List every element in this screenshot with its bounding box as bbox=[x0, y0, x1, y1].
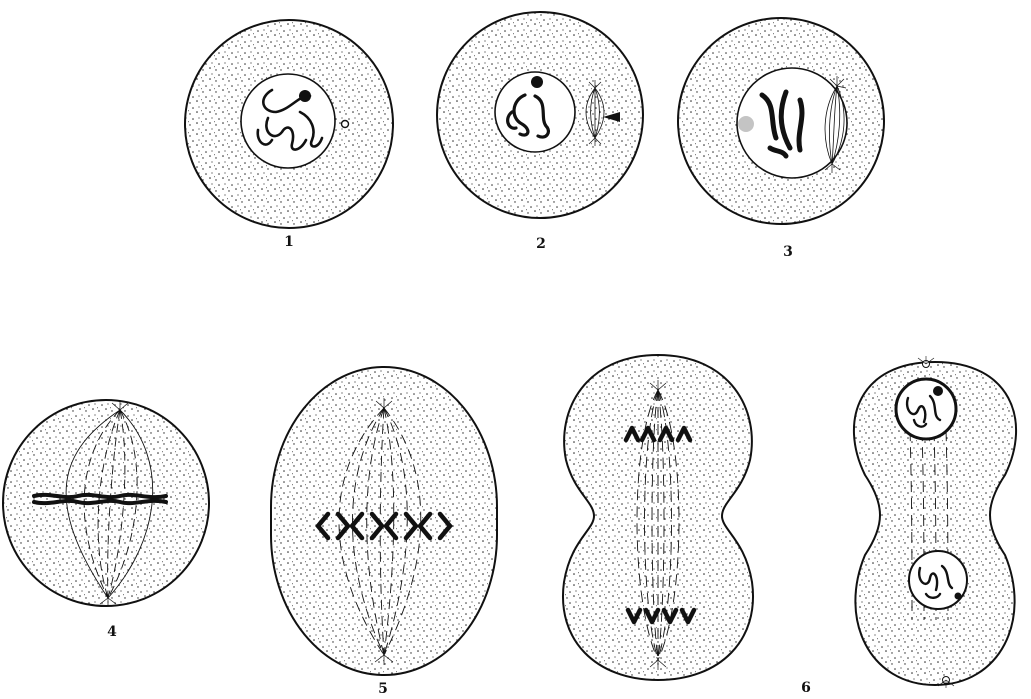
label-3: 3 bbox=[783, 244, 793, 260]
label-6: 6 bbox=[801, 680, 811, 696]
cell-6b-upper-nucleus bbox=[896, 379, 956, 439]
cell-6b-upper-nucleolus bbox=[933, 386, 943, 396]
cell-6a bbox=[563, 355, 753, 680]
cell-2-nucleolus bbox=[531, 76, 543, 88]
cell-3-granules bbox=[738, 116, 754, 132]
cell-4: 4 bbox=[3, 400, 209, 640]
cell-1-nucleus bbox=[241, 74, 335, 168]
cell-1: 1 bbox=[185, 20, 393, 250]
cell-5: 5 bbox=[271, 367, 497, 697]
label-2: 2 bbox=[536, 236, 546, 252]
cell-2: 2 bbox=[437, 12, 643, 252]
cell-3: 3 bbox=[678, 18, 884, 260]
label-1: 1 bbox=[284, 234, 294, 250]
label-4: 4 bbox=[107, 624, 117, 640]
cell-6b-lower-nucleolus bbox=[955, 593, 962, 600]
cell-6b bbox=[854, 356, 1016, 688]
cell-1-nucleolus bbox=[299, 90, 311, 102]
cell-1-centrosome bbox=[342, 121, 349, 128]
label-5: 5 bbox=[378, 681, 388, 697]
